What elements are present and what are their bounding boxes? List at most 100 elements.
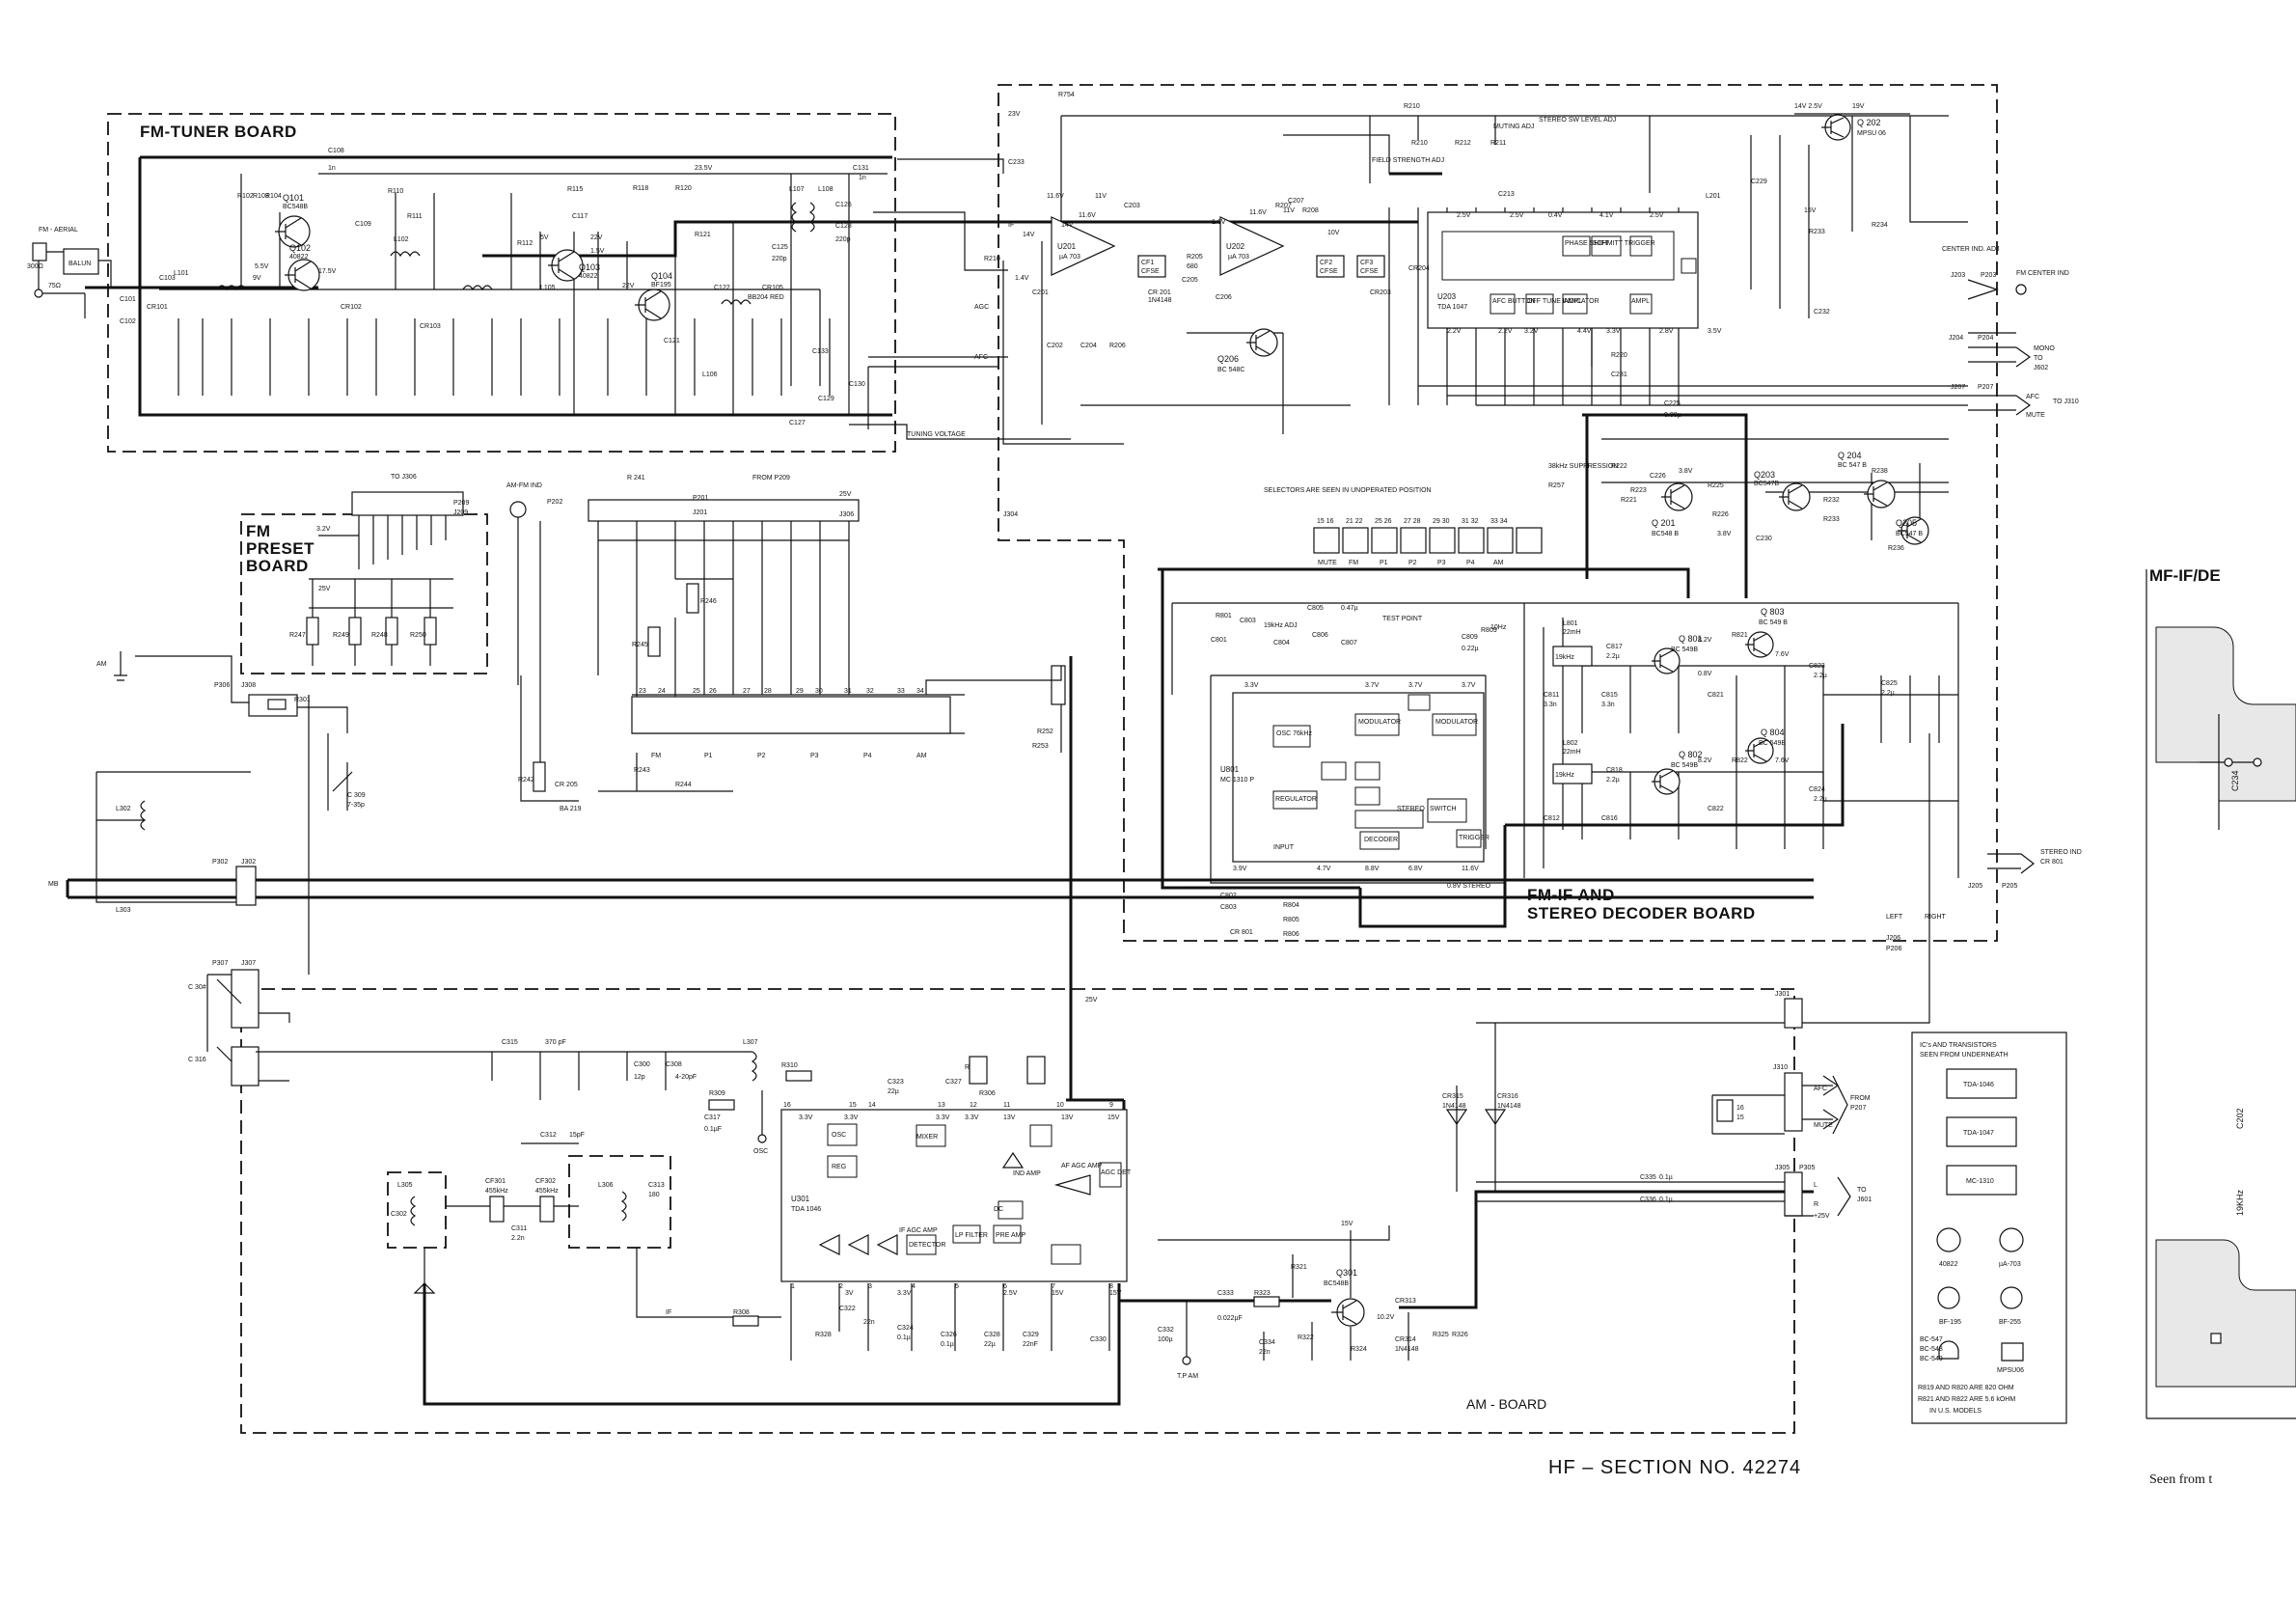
svg-text:1N4148: 1N4148: [1497, 1103, 1521, 1110]
svg-text:R103: R103: [253, 193, 269, 200]
svg-text:INPUT: INPUT: [1273, 844, 1295, 851]
svg-text:R822: R822: [1732, 757, 1748, 764]
svg-text:75Ω: 75Ω: [48, 283, 61, 289]
svg-text:11.6V: 11.6V: [1079, 212, 1096, 219]
svg-text:R225: R225: [1708, 482, 1724, 489]
svg-text:1n: 1n: [859, 175, 866, 181]
svg-text:CR315: CR315: [1442, 1093, 1463, 1100]
svg-text:BC 549B: BC 549B: [1671, 762, 1698, 769]
svg-text:2.5V: 2.5V: [1650, 212, 1664, 219]
svg-text:RIGHT: RIGHT: [1925, 914, 1947, 921]
svg-text:R102: R102: [237, 193, 254, 200]
svg-text:R754: R754: [1058, 92, 1075, 98]
fm-tuner-wiring: [85, 155, 1071, 440]
svg-text:370 pF: 370 pF: [545, 1039, 566, 1046]
svg-text:R233: R233: [1809, 229, 1825, 235]
svg-text:10Hz: 10Hz: [1490, 624, 1507, 631]
am-board-outline: [240, 988, 1795, 1434]
svg-text:R252: R252: [1037, 729, 1053, 735]
svg-text:23: 23: [639, 688, 646, 695]
svg-text:28: 28: [764, 688, 772, 695]
svg-text:0.8V: 0.8V: [1698, 671, 1712, 677]
svg-text:3V: 3V: [845, 1290, 854, 1297]
svg-text:R244: R244: [675, 782, 692, 788]
svg-text:MC 1310 P: MC 1310 P: [1220, 777, 1254, 784]
svg-text:C300: C300: [634, 1061, 650, 1068]
svg-text:C125: C125: [772, 244, 788, 251]
svg-text:SEEN FROM UNDERNEATH: SEEN FROM UNDERNEATH: [1920, 1052, 2009, 1059]
q101: Q101 BC548B: [275, 193, 311, 248]
svg-text:TDA 1046: TDA 1046: [791, 1206, 821, 1213]
svg-text:C818: C818: [1606, 767, 1623, 774]
selector-switch-bank: AM-FM IND P202 R 241 FROM P209 P201 J201…: [506, 475, 1066, 812]
svg-text:3.3V: 3.3V: [965, 1114, 979, 1121]
svg-text:L801: L801: [1563, 620, 1578, 627]
svg-text:455kHz: 455kHz: [535, 1188, 559, 1195]
svg-text:AM: AM: [96, 661, 107, 668]
svg-text:C233: C233: [1008, 159, 1025, 166]
svg-text:6: 6: [1003, 1283, 1007, 1290]
svg-text:C202: C202: [2235, 1108, 2245, 1129]
am-right-connectors: J301 J310 16 15 AFC MUTE FROM P207 J305 …: [1476, 991, 1872, 1220]
svg-text:J308: J308: [241, 682, 256, 689]
svg-text:11.6V: 11.6V: [1047, 193, 1064, 200]
svg-text:38kHz SUPPRESSION: 38kHz SUPPRESSION: [1548, 463, 1618, 470]
svg-text:3.3V: 3.3V: [897, 1290, 912, 1297]
svg-text:J306: J306: [839, 511, 854, 518]
svg-text:0.1µF: 0.1µF: [704, 1126, 722, 1133]
svg-text:C815: C815: [1601, 692, 1618, 699]
svg-text:SCHMITT TRIGGER: SCHMITT TRIGGER: [1593, 240, 1655, 247]
svg-text:R322: R322: [1298, 1334, 1314, 1341]
selector-am: 33 34 AM: [1487, 518, 1514, 566]
svg-text:13V: 13V: [1003, 1114, 1016, 1121]
svg-text:4-20pF: 4-20pF: [675, 1074, 697, 1081]
svg-text:455kHz: 455kHz: [485, 1188, 508, 1195]
svg-text:3.8V: 3.8V: [1679, 468, 1693, 475]
svg-text:L802: L802: [1563, 740, 1578, 747]
svg-text:AGC: AGC: [974, 304, 989, 311]
svg-text:CFSE: CFSE: [1141, 268, 1160, 275]
svg-text:Q 204: Q 204: [1838, 451, 1862, 460]
svg-text:C234: C234: [2230, 770, 2240, 791]
svg-text:J201: J201: [693, 509, 707, 516]
svg-text:C231: C231: [1611, 371, 1627, 378]
selector-mute: 15 16 MUTE: [1313, 518, 1340, 566]
svg-text:Q 202: Q 202: [1857, 118, 1881, 127]
svg-text:32: 32: [866, 688, 874, 695]
selector-extra: [1516, 527, 1543, 554]
svg-text:22nF: 22nF: [1023, 1341, 1038, 1348]
svg-text:R220: R220: [1611, 352, 1627, 359]
svg-text:CR105: CR105: [762, 285, 783, 291]
svg-text:24: 24: [658, 688, 666, 695]
svg-text:R809: R809: [1481, 627, 1497, 634]
svg-text:2.8V: 2.8V: [1659, 328, 1674, 335]
if-right-connectors: CENTER IND. ADJ FM CENTER IND J203 P203 …: [1942, 246, 2079, 419]
svg-text:14V 2.5V: 14V 2.5V: [1794, 103, 1822, 110]
svg-text:BALUN: BALUN: [68, 261, 91, 267]
svg-text:IND AMP: IND AMP: [1013, 1170, 1041, 1177]
svg-text:25V: 25V: [1085, 997, 1098, 1004]
svg-text:MUTING ADJ: MUTING ADJ: [1493, 124, 1534, 130]
svg-text:C232: C232: [1814, 309, 1830, 316]
svg-text:C803: C803: [1220, 904, 1237, 911]
svg-text:22n: 22n: [863, 1319, 875, 1326]
svg-text:C806: C806: [1312, 632, 1328, 639]
svg-text:Q206: Q206: [1217, 354, 1239, 364]
svg-text:C226: C226: [1650, 473, 1666, 480]
svg-text:LEFT: LEFT: [1886, 914, 1903, 921]
svg-text:27: 27: [743, 688, 751, 695]
svg-text:1N4148: 1N4148: [1148, 297, 1172, 304]
svg-text:0.47µ: 0.47µ: [1341, 605, 1358, 612]
svg-text:U203: U203: [1437, 292, 1457, 301]
svg-text:CF3: CF3: [1360, 260, 1373, 266]
svg-text:15V: 15V: [1109, 1290, 1122, 1297]
svg-text:C122: C122: [714, 285, 730, 291]
svg-text:22mH: 22mH: [1563, 749, 1581, 756]
svg-text:C128: C128: [835, 223, 852, 230]
svg-text:1n: 1n: [328, 165, 336, 172]
svg-text:3.7V: 3.7V: [1365, 682, 1380, 689]
svg-text:OSC 76kHz: OSC 76kHz: [1276, 730, 1312, 737]
svg-text:BC547B: BC547B: [1754, 481, 1779, 487]
svg-text:7: 7: [1052, 1283, 1055, 1290]
svg-text:14: 14: [868, 1102, 876, 1109]
